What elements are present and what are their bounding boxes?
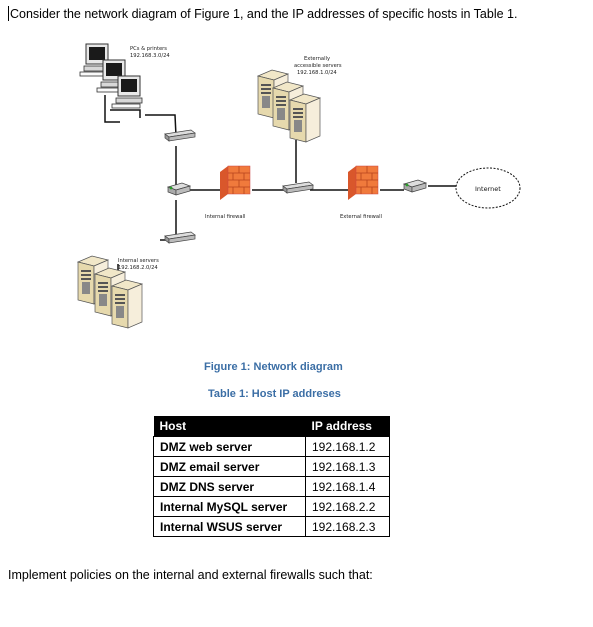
internal-servers-label-line1: Internal servers (118, 258, 159, 264)
router-icon (167, 182, 191, 196)
host-column-header: Host (153, 416, 306, 437)
switch-icon (164, 231, 196, 244)
table-row: Internal MySQL server 192.168.2.2 (153, 496, 390, 517)
internet-cloud-icon (455, 167, 521, 209)
ip-column-header: IP address (305, 416, 390, 437)
ip-cell: 192.168.1.3 (305, 456, 390, 477)
external-firewall-label: External firewall (340, 214, 382, 220)
table-row: DMZ web server 192.168.1.2 (153, 436, 390, 457)
host-cell: DMZ web server (153, 436, 306, 457)
ip-cell: 192.168.1.2 (305, 436, 390, 457)
external-label-line1: Externally (304, 56, 330, 62)
ip-cell: 192.168.2.2 (305, 496, 390, 517)
table-row: DMZ DNS server 192.168.1.4 (153, 476, 390, 497)
internal-servers-label-line2: 192.168.2.0/24 (118, 265, 158, 271)
dmz-servers-group (257, 69, 321, 143)
internet-label: Internet (475, 185, 501, 193)
switch-icon (282, 181, 314, 194)
external-label-line2: accessible servers (294, 63, 342, 69)
pcs-label-line1: PCs & printers (130, 46, 167, 52)
host-cell: Internal MySQL server (153, 496, 306, 517)
host-ip-table: Host IP address DMZ web server 192.168.1… (153, 416, 390, 537)
outro-text: Implement policies on the internal and e… (8, 568, 373, 582)
external-label-line3: 192.168.1.0/24 (297, 70, 337, 76)
external-firewall-icon (347, 165, 379, 201)
pcs-label-line2: 192.168.3.0/24 (130, 53, 170, 59)
intro-text: Consider the network diagram of Figure 1… (10, 7, 518, 21)
table-header-row: Host IP address (153, 416, 390, 437)
text-cursor (8, 6, 9, 21)
figure-caption: Figure 1: Network diagram (204, 361, 343, 373)
ip-cell: 192.168.2.3 (305, 516, 390, 537)
host-cell: Internal WSUS server (153, 516, 306, 537)
internal-firewall-icon (219, 165, 251, 201)
ip-cell: 192.168.1.4 (305, 476, 390, 497)
intro-paragraph: Consider the network diagram of Figure 1… (8, 6, 517, 21)
router-icon (403, 179, 427, 193)
table-caption: Table 1: Host IP addreses (208, 388, 341, 400)
switch-icon (164, 129, 196, 142)
network-diagram: PCs & printers 192.168.3.0/24 Internal f… (77, 43, 521, 329)
host-cell: DMZ DNS server (153, 476, 306, 497)
table-row: DMZ email server 192.168.1.3 (153, 456, 390, 477)
host-cell: DMZ email server (153, 456, 306, 477)
table-row: Internal WSUS server 192.168.2.3 (153, 516, 390, 537)
internal-firewall-label: Internal firewall (205, 214, 245, 220)
